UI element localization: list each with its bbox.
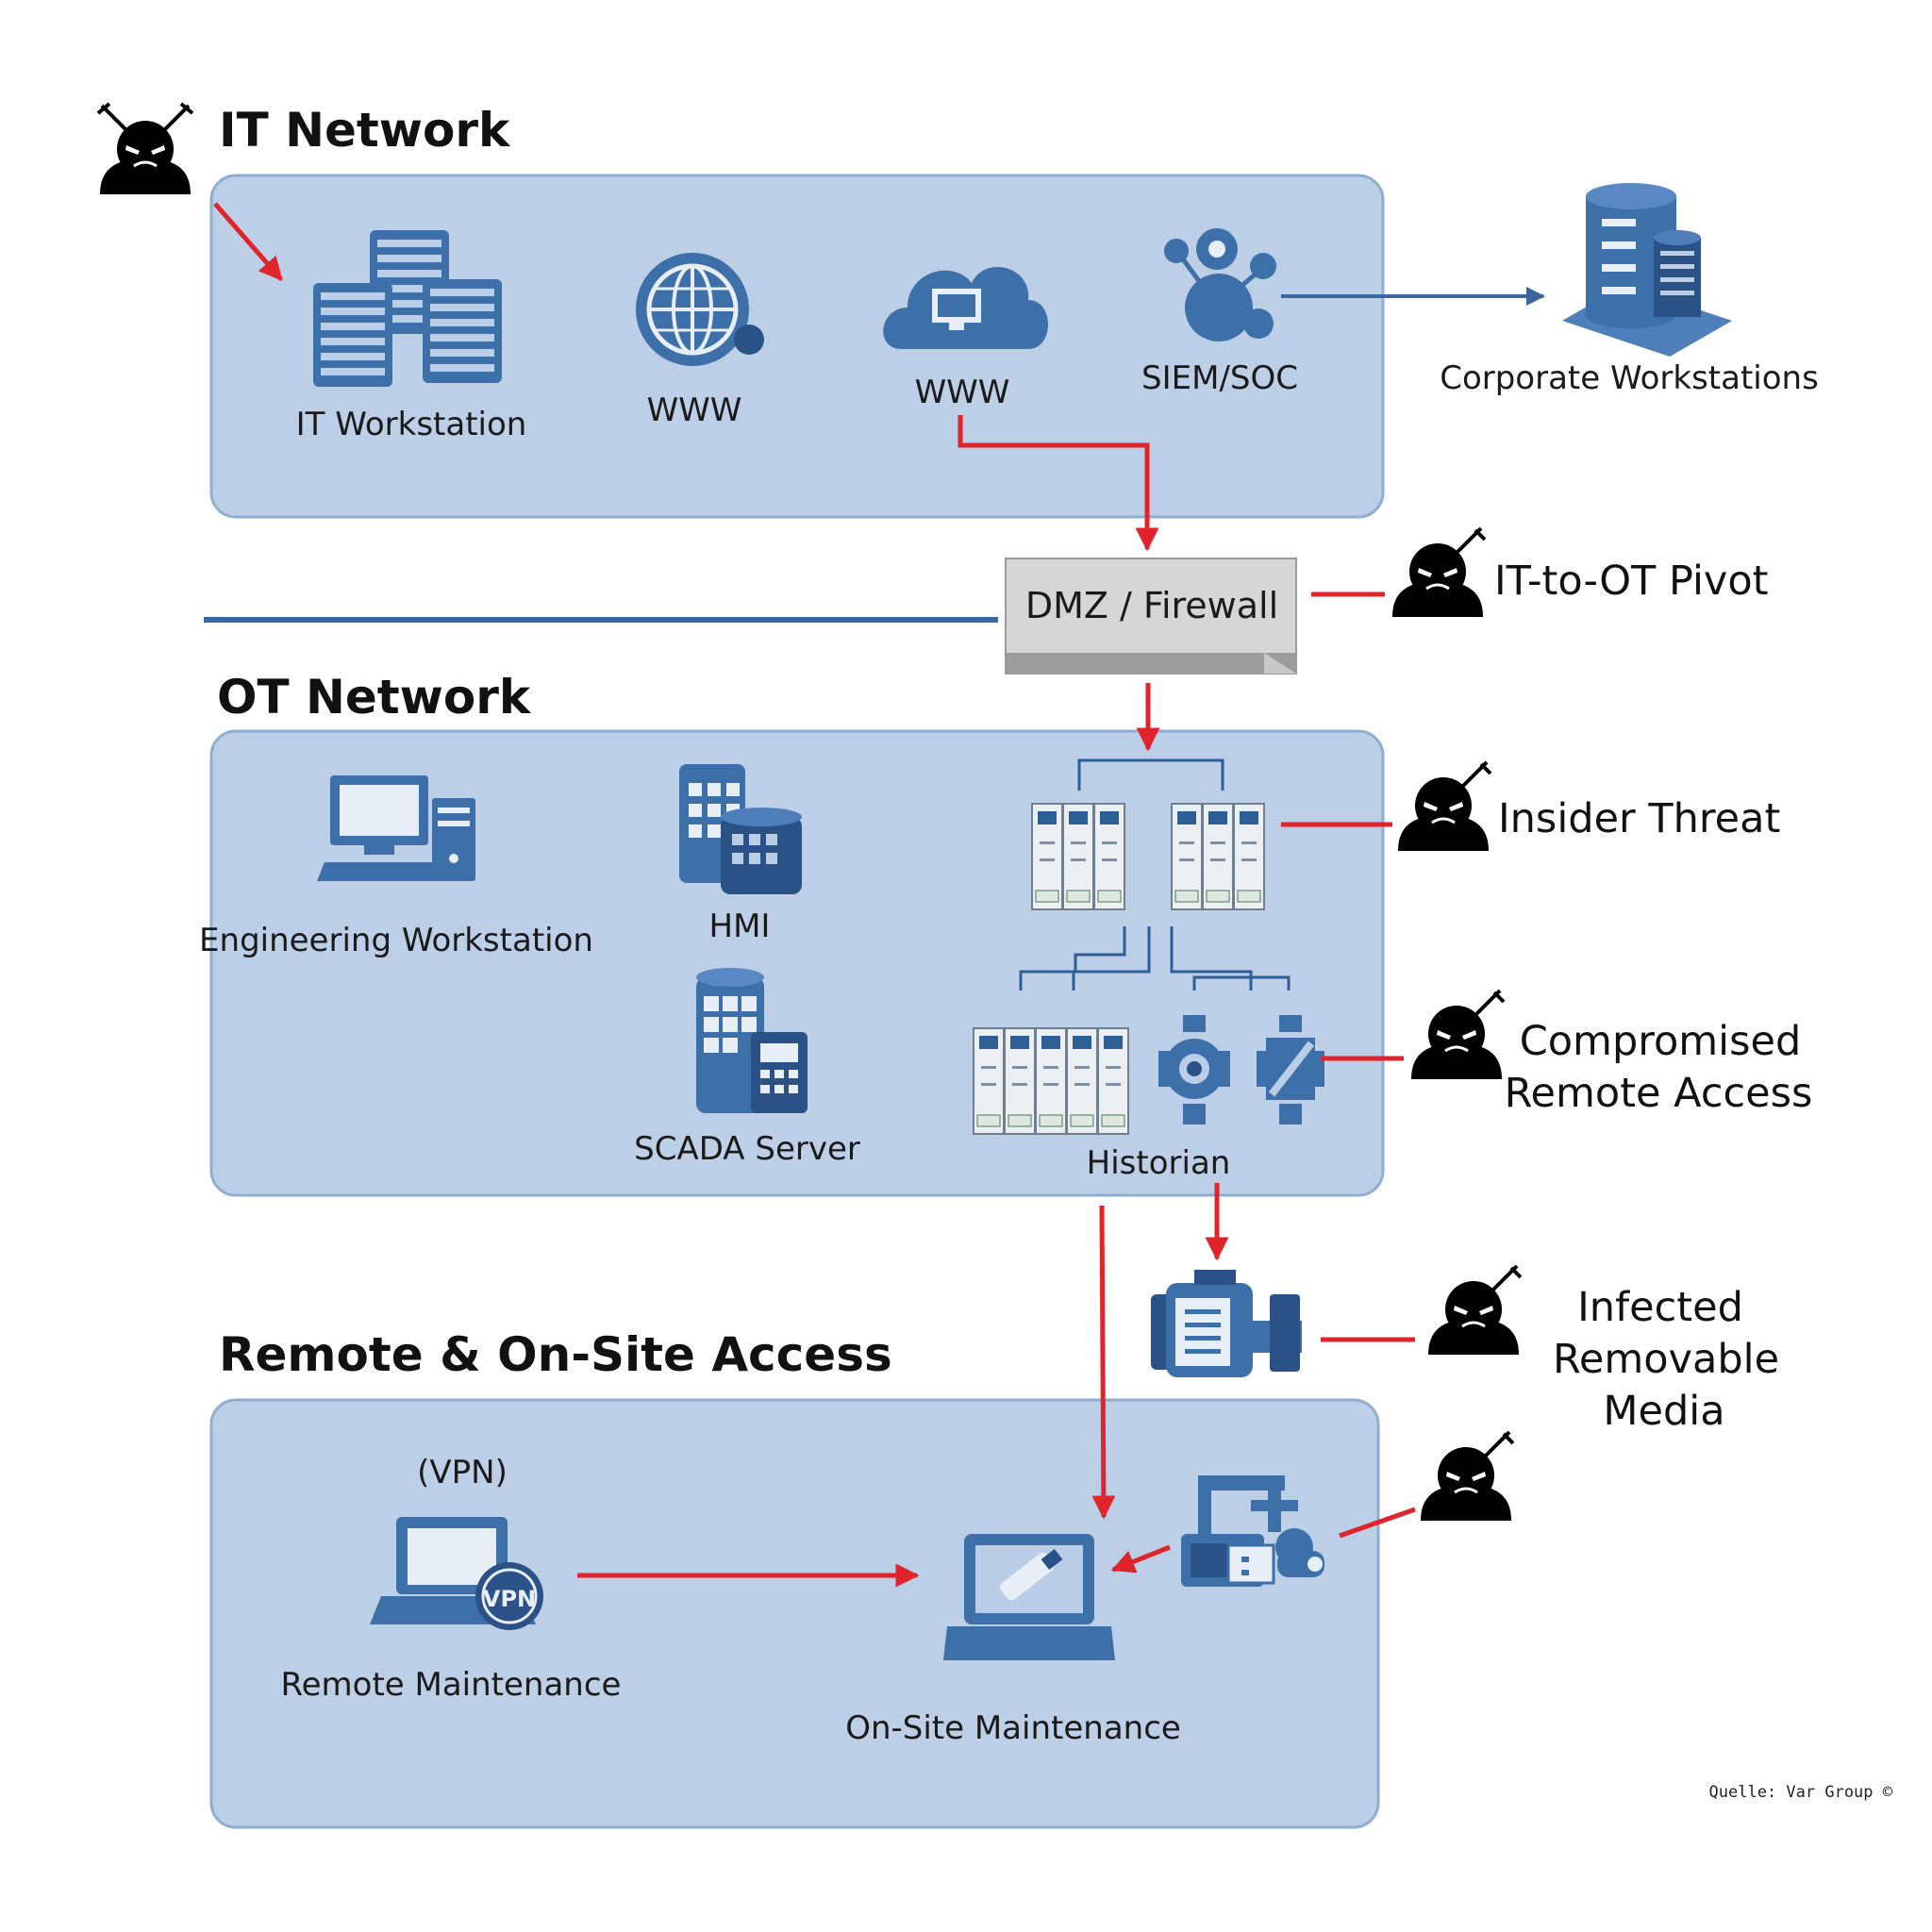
cloud-icon — [883, 266, 1048, 349]
engineering-workstation-label: Engineering Workstation — [199, 922, 593, 959]
hmi-server-icon — [679, 764, 802, 894]
hacker-icon — [1419, 1430, 1515, 1523]
valve-icon — [1257, 1015, 1324, 1124]
dmz-firewall-label: DMZ / Firewall — [1025, 585, 1278, 626]
historian-label: Historian — [1087, 1144, 1231, 1182]
scada-server-label: SCADA Server — [634, 1130, 860, 1168]
hmi-label: HMI — [709, 908, 771, 945]
remote-maintenance-label: Remote Maintenance — [281, 1666, 622, 1704]
usb-threat-link — [1339, 1507, 1416, 1539]
pump-icon — [1151, 1270, 1302, 1377]
corporate-workstations-label: Corporate Workstations — [1440, 359, 1819, 397]
vpn-laptop-icon — [370, 1517, 543, 1630]
onsite-laptop-icon — [943, 1534, 1115, 1660]
vpn-badge: VPN — [483, 1586, 536, 1612]
hacker-icon — [1409, 989, 1506, 1081]
hacker-icon — [1426, 1264, 1523, 1357]
hacker-icon — [96, 102, 194, 196]
remote-access-title: Remote & On-Site Access — [219, 1327, 892, 1382]
valve-icon — [1158, 1015, 1230, 1124]
it-network-title: IT Network — [219, 103, 511, 158]
usb-to-laptop-path — [1110, 1544, 1171, 1574]
usb-device-icon — [1181, 1475, 1324, 1587]
remote-access-zone — [209, 1398, 1380, 1829]
media-threat-label-1: Infected — [1577, 1284, 1743, 1331]
www-to-dmz-path — [958, 415, 1159, 552]
media-threat-label-3: Media — [1603, 1388, 1724, 1435]
globe-icon — [636, 253, 764, 366]
siem-soc-label: SIEM/SOC — [1141, 359, 1298, 397]
siem-nodes-icon — [1164, 228, 1276, 341]
remote-access-threat-label-2: Remote Access — [1505, 1070, 1813, 1117]
ot-to-onsite-path — [1091, 1205, 1116, 1520]
dmz-firewall-box — [1005, 558, 1297, 675]
plc-rack-icon — [973, 1027, 1129, 1135]
plc-rack-icon — [1031, 803, 1125, 910]
onsite-maintenance-label: On-Site Maintenance — [845, 1709, 1181, 1747]
plc-rack-icon — [1171, 803, 1265, 910]
pivot-threat-label: IT-to-OT Pivot — [1494, 558, 1769, 605]
it-network-zone — [209, 174, 1385, 519]
remote-access-threat-label-1: Compromised — [1520, 1018, 1802, 1065]
it-workstation-label: IT Workstation — [296, 406, 527, 443]
control-bus-lines — [1019, 758, 1291, 991]
scada-server-icon — [696, 968, 808, 1113]
vpn-tag: (VPN) — [417, 1454, 508, 1491]
computer-icon — [317, 775, 475, 881]
initial-attack-arrow — [213, 202, 283, 281]
www-cloud-label: WWW — [915, 374, 1010, 411]
ot-network-title: OT Network — [217, 670, 532, 724]
insider-threat-label: Insider Threat — [1498, 795, 1780, 842]
source-credit: Quelle: Var Group © — [1709, 1783, 1893, 1802]
hacker-icon — [1391, 526, 1487, 619]
database-icon — [1562, 183, 1732, 357]
www-globe-label: WWW — [647, 391, 742, 429]
hacker-icon — [1396, 760, 1492, 853]
media-threat-label-2: Removable — [1553, 1336, 1779, 1383]
